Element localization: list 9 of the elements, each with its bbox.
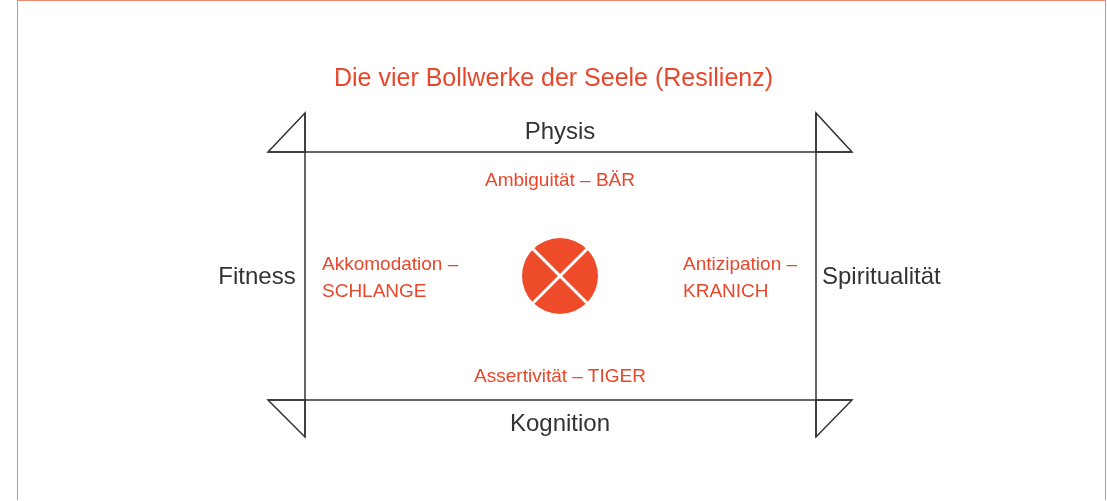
side-label: Spiritualität (822, 262, 942, 290)
quadrant-label: Antizipation – KRANICH (683, 252, 799, 303)
diagram-title: Die vier Bollwerke der Seele (Resilienz) (332, 63, 775, 92)
quadrant-label: Akkomodation – SCHLANGE (322, 252, 460, 303)
side-label: Fitness (217, 262, 297, 290)
quadrant-label: Assertivität – TIGER (473, 365, 647, 387)
top-label: Physis (523, 117, 597, 145)
bottom-label: Kognition (508, 409, 612, 437)
quadrant-label: Ambiguität – BÄR (484, 169, 636, 191)
